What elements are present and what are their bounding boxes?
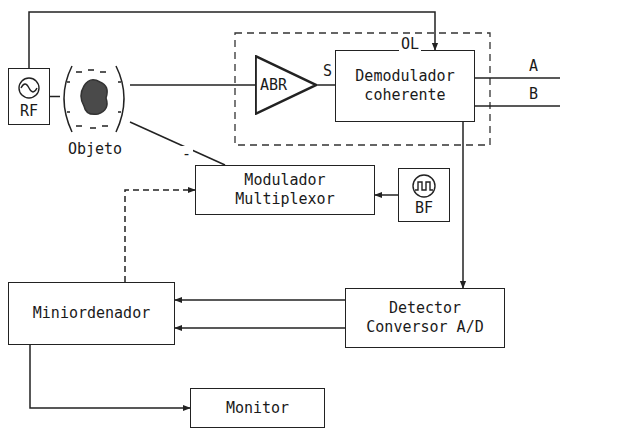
- signal-connector: [375, 194, 398, 196]
- signal-connector: [317, 84, 335, 86]
- node-text: RF: [20, 102, 38, 121]
- signal-connector: [29, 12, 435, 68]
- signal-connector: [175, 327, 345, 329]
- signal-name: S: [321, 63, 334, 80]
- monitor-box: Monitor: [190, 388, 325, 428]
- node-text: Detector Conversor A/D: [346, 299, 504, 337]
- signal-connector: [125, 190, 195, 282]
- node-text: BF: [415, 199, 433, 218]
- signal-label: -: [180, 146, 193, 163]
- rf-sine-symbol: [19, 78, 39, 98]
- signal-connector: [130, 122, 225, 165]
- output-a-wire: [475, 77, 560, 79]
- detector-box: Detector Conversor A/D: [345, 288, 505, 348]
- node-text: ABR: [260, 76, 287, 95]
- signal-connector: [462, 122, 464, 288]
- node-text: Miniordenador: [33, 304, 150, 323]
- bf-generator-box: BF: [398, 168, 450, 222]
- bf-square-wave-symbol: [413, 175, 435, 197]
- rf-generator-box: RF: [8, 68, 50, 125]
- signal-label: A: [527, 58, 540, 75]
- demodulator-box: Demodulador coherente: [335, 50, 475, 122]
- signal-connector: [130, 84, 255, 86]
- output-b-wire: [475, 105, 560, 107]
- signal-name: OL: [399, 36, 421, 53]
- node-text: Monitor: [226, 399, 289, 418]
- node-text: Demodulador coherente: [336, 67, 474, 105]
- signal-connector: [50, 96, 60, 98]
- object-coil-illustration: [64, 66, 124, 132]
- node-text: Objeto: [68, 140, 122, 159]
- receiver-housing-dashed: [235, 33, 490, 145]
- modulator-box: Modulador Multiplexor: [195, 165, 375, 215]
- amplifier-triangle: ABR: [255, 55, 317, 115]
- signal-connector: [30, 345, 190, 408]
- object-sample: Objeto: [60, 62, 130, 162]
- signal-label: B: [527, 86, 540, 103]
- computer-box: Miniordenador: [8, 282, 175, 345]
- signal-connector: [175, 299, 345, 301]
- node-text: Modulador Multiplexor: [196, 171, 374, 209]
